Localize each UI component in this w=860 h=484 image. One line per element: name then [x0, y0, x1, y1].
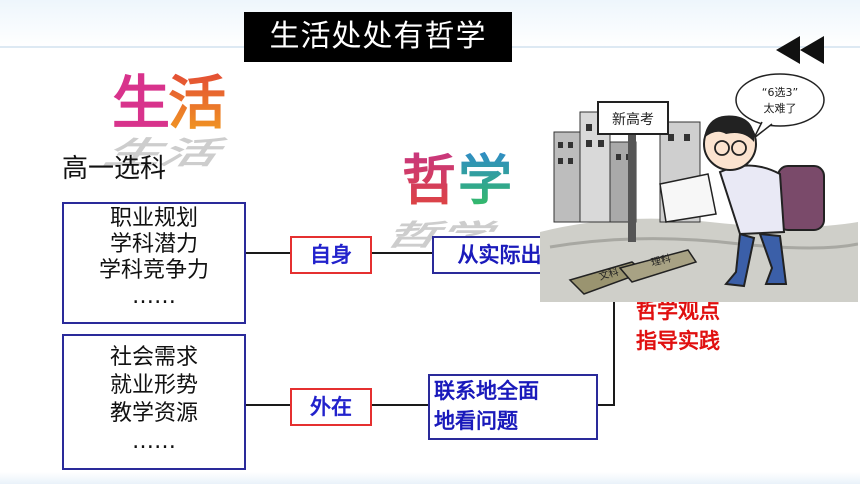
- philosophy-char-1: 哲: [402, 136, 456, 215]
- conclusion-line-2: 指导实践: [636, 329, 720, 353]
- life-char-1: 生: [112, 69, 171, 137]
- student-cartoon-illustration: 新高考 “6选3” 太难了 文科 理科: [540, 73, 858, 302]
- back-arrows-icon[interactable]: [776, 36, 828, 64]
- external-tag: 外在: [290, 388, 372, 426]
- subheading: 高一选科: [62, 154, 167, 184]
- list-item: 社会需求: [109, 345, 198, 370]
- bubble-line-2: 太难了: [764, 102, 797, 115]
- self-tag: 自身: [290, 236, 372, 274]
- list-item: 职业规划: [109, 206, 198, 231]
- internal-factors-box: 职业规划 学科潜力 学科竞争力 ……: [62, 202, 246, 324]
- conclusion-text: 哲学观点 指导实践: [636, 296, 720, 356]
- list-item: ……: [132, 429, 176, 454]
- list-item: 教学资源: [109, 401, 198, 426]
- list-item: ……: [132, 284, 176, 309]
- external-factors-box: 社会需求 就业形势 教学资源 ……: [62, 334, 246, 470]
- list-item: 学科竞争力: [98, 258, 209, 283]
- connection-tag: 联系地全面 地看问题: [428, 374, 598, 440]
- philosophy-char-2: 学: [458, 136, 512, 215]
- list-item: 就业形势: [109, 373, 198, 398]
- list-item: 学科潜力: [109, 232, 198, 257]
- connection-line-1: 联系地全面: [434, 379, 539, 403]
- conclusion-line-1: 哲学观点: [636, 299, 720, 323]
- sign-text: 新高考: [612, 111, 654, 128]
- connection-line-2: 地看问题: [434, 409, 518, 433]
- bottom-band: [0, 472, 860, 484]
- life-char-2: 活: [168, 56, 226, 140]
- slide-title: 生活处处有哲学: [244, 12, 512, 62]
- bubble-line-1: “6选3”: [762, 86, 798, 99]
